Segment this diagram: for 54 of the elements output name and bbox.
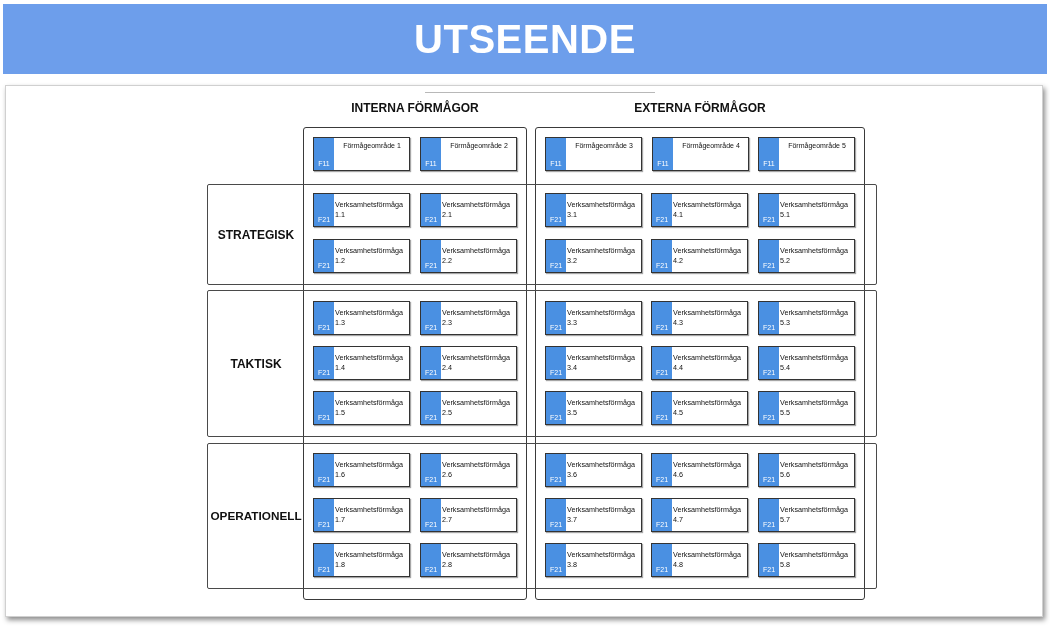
row-band bbox=[207, 184, 877, 285]
capability-card bbox=[758, 498, 855, 532]
capability-card bbox=[651, 453, 748, 487]
capability-card bbox=[313, 301, 410, 335]
capability-card bbox=[758, 346, 855, 380]
capability-card bbox=[420, 193, 517, 227]
capability-card bbox=[313, 239, 410, 273]
capability-card bbox=[313, 391, 410, 425]
row-heading: STRATEGISK bbox=[217, 227, 295, 242]
column-heading: EXTERNA FÖRMÅGOR bbox=[634, 101, 766, 115]
capability-card bbox=[420, 543, 517, 577]
area-card bbox=[313, 137, 410, 171]
capability-card bbox=[545, 239, 642, 273]
capability-card bbox=[545, 543, 642, 577]
capability-card bbox=[545, 498, 642, 532]
capability-card bbox=[545, 391, 642, 425]
capability-card bbox=[420, 301, 517, 335]
capability-card bbox=[651, 301, 748, 335]
capability-card bbox=[313, 453, 410, 487]
capability-card bbox=[651, 543, 748, 577]
row-heading: OPERATIONELL bbox=[210, 509, 302, 523]
capability-card bbox=[758, 391, 855, 425]
capability-card bbox=[545, 301, 642, 335]
row-band bbox=[207, 290, 877, 437]
area-card bbox=[758, 137, 855, 171]
capability-card bbox=[420, 239, 517, 273]
capability-card bbox=[420, 391, 517, 425]
capability-card bbox=[758, 453, 855, 487]
page-title: UTSEENDE bbox=[414, 19, 636, 59]
capability-card bbox=[651, 239, 748, 273]
column-heading: INTERNA FÖRMÅGOR bbox=[351, 101, 479, 115]
capability-card bbox=[758, 239, 855, 273]
capability-card bbox=[420, 498, 517, 532]
capability-card bbox=[313, 543, 410, 577]
capability-card bbox=[758, 193, 855, 227]
capability-card bbox=[313, 346, 410, 380]
capability-card bbox=[758, 543, 855, 577]
capability-card bbox=[651, 346, 748, 380]
capability-card bbox=[420, 346, 517, 380]
capability-card bbox=[545, 453, 642, 487]
row-heading: TAKTISK bbox=[230, 356, 282, 371]
capability-card bbox=[420, 453, 517, 487]
capability-card bbox=[313, 193, 410, 227]
capability-card bbox=[545, 193, 642, 227]
area-card bbox=[652, 137, 749, 171]
area-card bbox=[545, 137, 642, 171]
capability-card bbox=[651, 391, 748, 425]
capability-card bbox=[545, 346, 642, 380]
capability-card bbox=[651, 193, 748, 227]
capability-card bbox=[758, 301, 855, 335]
row-band bbox=[207, 443, 877, 589]
capability-card bbox=[651, 498, 748, 532]
capability-card bbox=[313, 498, 410, 532]
area-card bbox=[420, 137, 517, 171]
